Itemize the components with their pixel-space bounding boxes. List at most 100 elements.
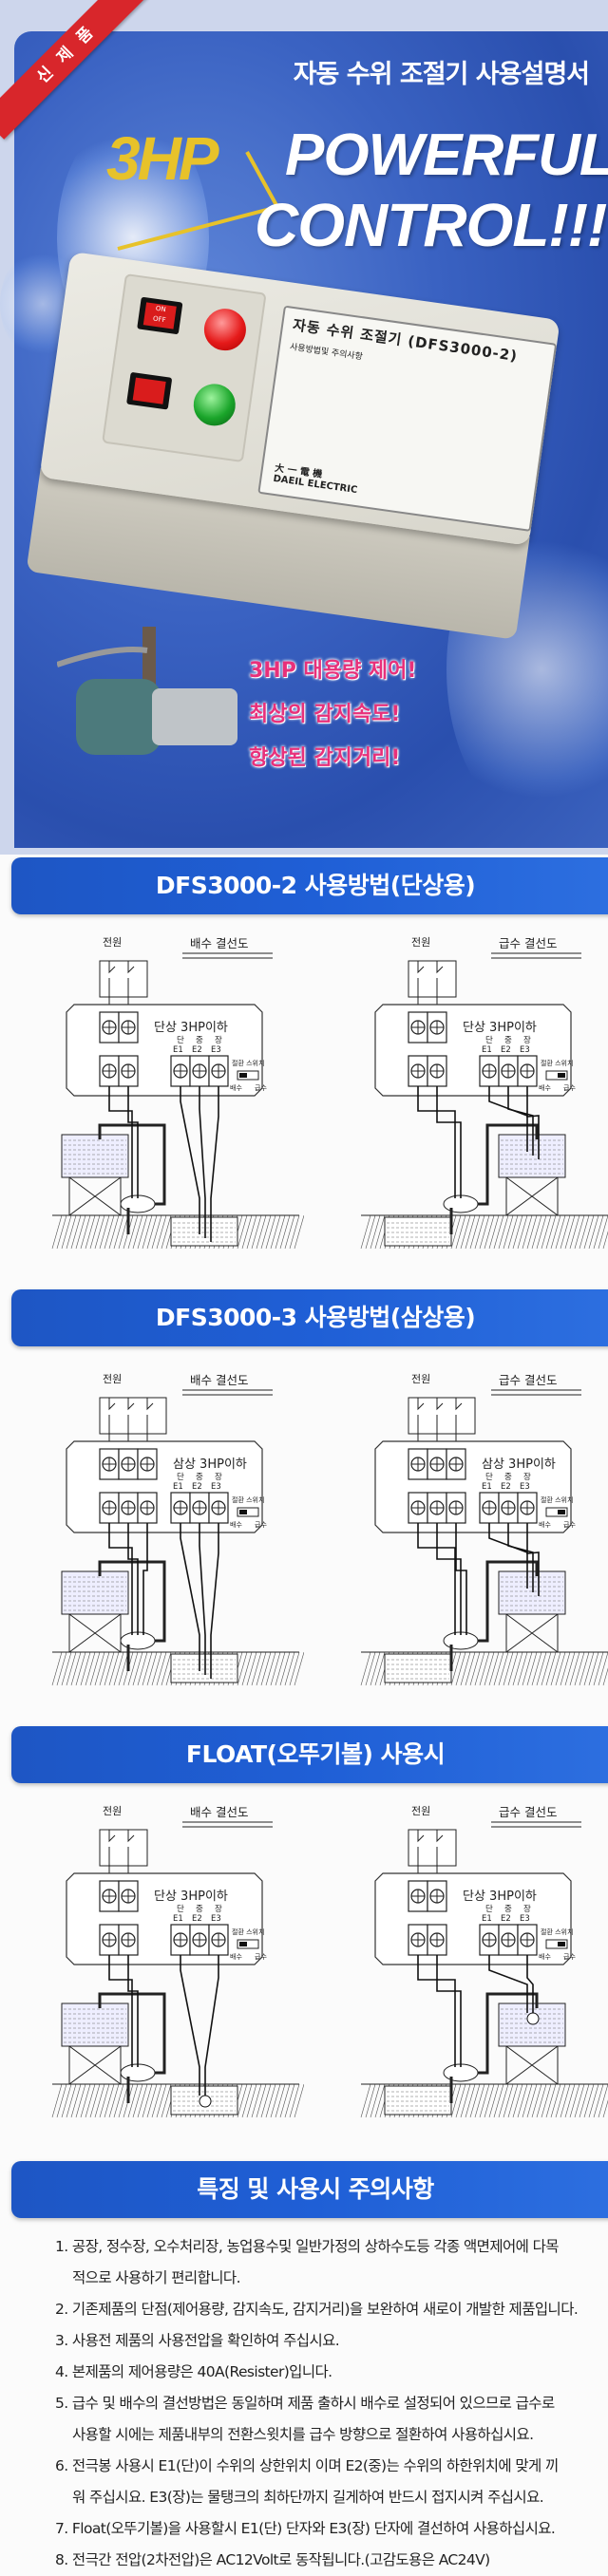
section-header-notes: 특징 및 사용시 주의사항 [11,2161,608,2218]
controller-spec: 단상 3HP이하 [463,1890,537,1904]
ground-hatch [460,1651,471,1686]
ground-hatch [484,1651,495,1686]
ground-hatch [512,2083,523,2118]
ground-hatch [550,2083,561,2118]
switch-right-label: 급수 [563,1521,576,1529]
ground-hatch [260,1214,272,1250]
note-item: 8. 전극간 전압(2차전압)은 AC12Volt로 동작됩니다.(고감도용은 … [55,2551,490,2568]
arrow-decoration [117,151,280,251]
ground-hatch [507,2083,519,2118]
ground-hatch [113,1651,124,1686]
level-label: 장 [215,1904,222,1914]
ground-hatch [479,1651,490,1686]
terminal-screw-icon [174,1064,187,1078]
terminal-screw-icon [483,1933,496,1946]
ground-hatch [531,1651,542,1686]
switch-label: 절환 스위치 [232,1495,264,1504]
ground-hatch [251,1214,262,1250]
ground-hatch [80,2083,91,2118]
ground-hatch [484,1214,495,1250]
ground-hatch [256,2083,267,2118]
ground-hatch [89,2083,101,2118]
ground-hatch [488,2083,500,2118]
terminal-screw-icon [521,1933,534,1946]
switch-left-label: 배수 [539,1520,551,1529]
electrode-wire [526,1086,540,1159]
switch-left-label: 배수 [539,1083,551,1092]
ground-hatch [517,1651,528,1686]
ground-hatch [161,2083,172,2118]
ground-hatch [588,1651,599,1686]
ground-hatch [237,1651,248,1686]
ground-hatch [517,1214,528,1250]
ground-hatch [156,1651,167,1686]
power-wire [127,1523,139,1635]
terminal-screw-icon [141,1457,154,1471]
terminal-screw-icon [411,1457,425,1471]
ground-hatch [474,1214,485,1250]
electrode-label: E1 [482,1045,492,1055]
water-well [384,1653,452,1683]
ground-hatch [569,1214,580,1250]
controller-spec: 단상 3HP이하 [154,1890,228,1904]
switch-right-label: 급수 [255,1084,267,1092]
ground-hatch [85,2083,96,2118]
ground-hatch [574,1214,585,1250]
ground-hatch [541,1651,552,1686]
switch-label: 절환 스위치 [232,1927,264,1936]
ground-hatch [522,1651,533,1686]
electrode-label: E3 [211,1914,221,1924]
controller-box [374,1872,572,1965]
ground-hatch [66,2083,77,2118]
ground-hatch [289,1651,300,1686]
terminal-screw-icon [430,1890,444,1903]
water-tank [498,2003,566,2047]
note-item: 3. 사용전 제품의 사용전압을 확인하여 주십시요. [55,2332,340,2349]
level-label: 중 [196,1036,203,1045]
green-lamp-icon [190,381,238,429]
ground-hatch [526,1214,538,1250]
controller-spec: 삼상 3HP이하 [173,1457,247,1472]
note-item: 7. Float(오뚜기볼)을 사용할시 E1(단) 단자와 E3(장) 단자에… [55,2520,556,2537]
note-item: 5. 급수 및 배수의 결선방법은 동일하며 제품 출하시 배수로 설정되어 있… [55,2395,555,2412]
power-wire [108,1086,133,1198]
ground-hatch [522,1214,533,1250]
tank-stand [68,2045,122,2085]
level-label: 단 [177,1472,184,1482]
water-pipe [449,1123,539,1234]
ground-hatch [275,1214,286,1250]
ground-hatch [94,2083,105,2118]
electrode-label: E2 [192,1482,202,1492]
ground-hatch [503,1214,514,1250]
terminal-screw-icon [483,1064,496,1078]
slogan-3: 향상된 감지거리! [249,746,401,770]
ground-hatch [132,1214,143,1250]
ground-hatch [460,2083,471,2118]
power-wire [127,1086,139,1198]
section-header-float: FLOAT(오뚜기볼) 사용시 [11,1726,608,1783]
ground-hatch [241,1214,253,1250]
power-wire [108,1523,133,1635]
ground-hatch [564,2083,576,2118]
ground-hatch [270,1651,281,1686]
ground-hatch [531,1214,542,1250]
ground-hatch [469,2083,481,2118]
ground-hatch [237,1214,248,1250]
ground-hatch [450,1214,462,1250]
ground-hatch [370,2083,381,2118]
power-label: 전원 [103,936,122,949]
ground-hatch [370,1214,381,1250]
ground-hatch [142,1214,153,1250]
power-breaker-box [408,1829,457,1867]
ground-hatch [579,2083,590,2118]
ground-hatch [260,2083,272,2118]
level-label: 장 [215,1035,222,1045]
terminal-screw-icon [103,1933,116,1946]
ground-hatch [265,1651,276,1686]
electrode-label: E3 [520,1045,530,1055]
ground-hatch [479,2083,490,2118]
ground-hatch [569,2083,580,2118]
ground-hatch [270,2083,281,2118]
ground-hatch [479,1214,490,1250]
diagram-title: 배수 결선도 [190,1805,248,1819]
